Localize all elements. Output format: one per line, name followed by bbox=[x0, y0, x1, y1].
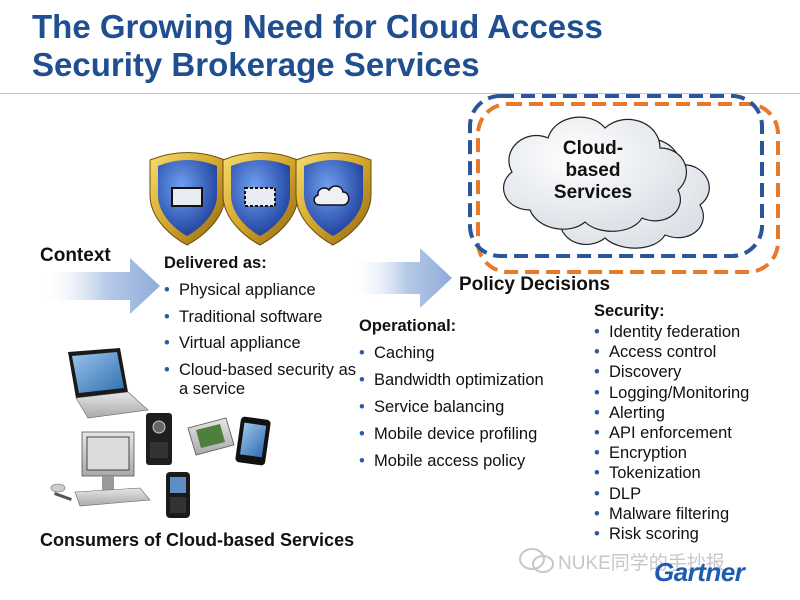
list-item: Service balancing bbox=[359, 398, 589, 417]
wechat-icon bbox=[519, 548, 554, 573]
desktop-icon bbox=[50, 431, 151, 507]
list-item: API enforcement bbox=[594, 423, 794, 443]
delivered-list: Physical appliance Traditional software … bbox=[164, 281, 364, 406]
gartner-logo: Gartner bbox=[654, 557, 745, 587]
title-line-1: The Growing Need for Cloud Access bbox=[32, 8, 603, 45]
list-item: Cloud-based security as a service bbox=[164, 361, 364, 399]
title-line-2: Security Brokerage Services bbox=[32, 46, 480, 83]
list-item: Mobile device profiling bbox=[359, 425, 589, 444]
operational-list: Caching Bandwidth optimization Service b… bbox=[359, 344, 589, 479]
security-heading: Security: bbox=[594, 302, 665, 320]
shield-appliance-icon bbox=[149, 152, 226, 246]
list-item: Access control bbox=[594, 342, 794, 362]
list-item: Mobile access policy bbox=[359, 452, 589, 471]
security-list: Identity federation Access control Disco… bbox=[594, 322, 794, 544]
phone-icon bbox=[166, 472, 190, 518]
list-item: Caching bbox=[359, 344, 589, 363]
list-item: Logging/Monitoring bbox=[594, 383, 794, 403]
title-divider bbox=[0, 93, 800, 94]
cloud-front-icon bbox=[502, 116, 688, 232]
delivered-heading: Delivered as: bbox=[164, 254, 267, 272]
laptop-icon bbox=[68, 348, 149, 419]
consumers-label: Consumers of Cloud-based Services bbox=[40, 530, 355, 550]
camera-icon bbox=[146, 413, 172, 465]
list-item: Physical appliance bbox=[164, 281, 364, 300]
policy-heading: Policy Decisions bbox=[459, 274, 611, 295]
list-item: Malware filtering bbox=[594, 504, 794, 524]
list-item: Virtual appliance bbox=[164, 334, 364, 353]
list-item: Traditional software bbox=[164, 308, 364, 327]
shield-software-icon bbox=[222, 152, 299, 246]
cloud-boundary-orange bbox=[476, 102, 780, 274]
smartphone-icon bbox=[235, 416, 271, 466]
cloud-services-label: Cloud-based Services bbox=[553, 138, 633, 203]
pda-icon bbox=[187, 417, 235, 456]
list-item: Identity federation bbox=[594, 322, 794, 342]
list-item: Encryption bbox=[594, 443, 794, 463]
watermark-text: NUKE同学的手抄报 bbox=[558, 553, 725, 574]
context-label: Context bbox=[40, 245, 111, 266]
slide-title: The Growing Need for Cloud Access Securi… bbox=[32, 8, 772, 84]
list-item: Risk scoring bbox=[594, 524, 794, 544]
shield-cloud-icon bbox=[295, 152, 372, 246]
list-item: DLP bbox=[594, 484, 794, 504]
operational-heading: Operational: bbox=[359, 317, 457, 335]
list-item: Bandwidth optimization bbox=[359, 371, 589, 390]
cloud-boundary-blue bbox=[468, 94, 764, 258]
list-item: Discovery bbox=[594, 362, 794, 382]
list-item: Alerting bbox=[594, 403, 794, 423]
list-item: Tokenization bbox=[594, 463, 794, 483]
